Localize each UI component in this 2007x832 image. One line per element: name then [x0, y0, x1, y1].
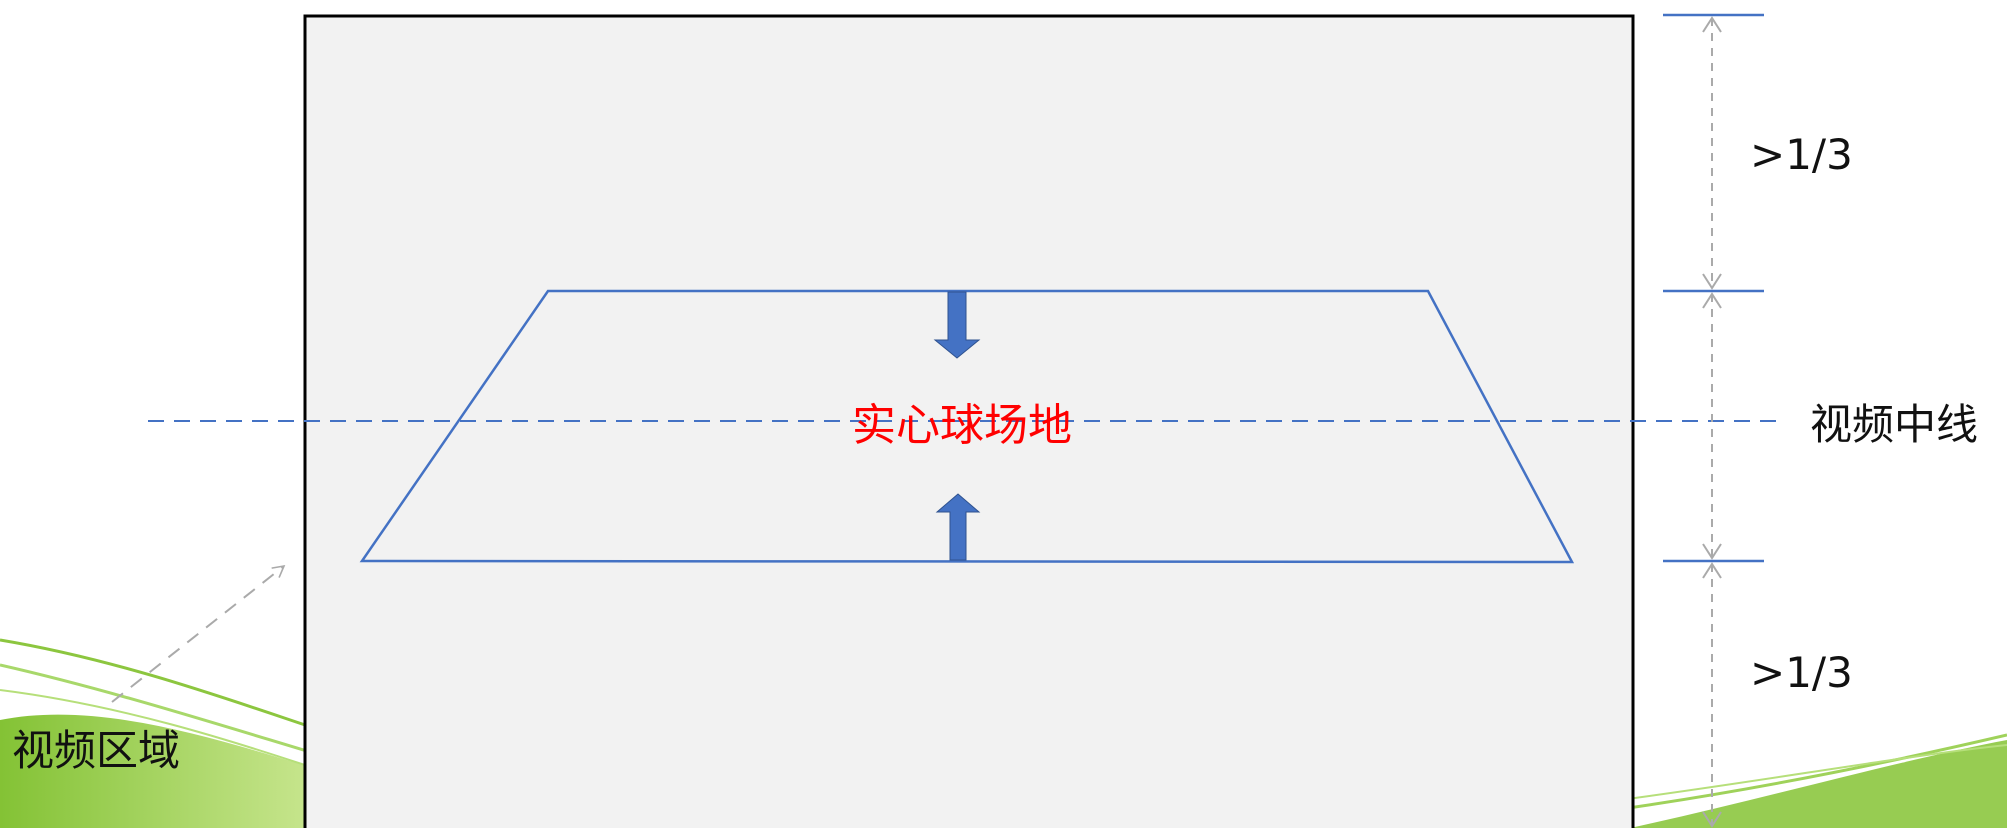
video-area-label: 视频区域 — [12, 726, 181, 775]
video-frame — [303, 14, 1635, 832]
field-label: 实心球场地 — [852, 400, 1072, 451]
field-outline — [359, 289, 1575, 564]
field-arrow-down — [933, 291, 981, 359]
background-swoosh-right — [1599, 733, 2007, 828]
ratio-top-label: >1/3 — [1750, 130, 1853, 179]
dimension-arrow-bottom — [1702, 562, 1722, 828]
dimension-arrow-middle — [1702, 292, 1722, 560]
video-area-pointer — [111, 564, 286, 703]
dimension-arrow-top — [1702, 16, 1722, 290]
field-arrow-up — [935, 493, 981, 561]
ratio-bottom-label: >1/3 — [1750, 648, 1853, 697]
video-midline-label: 视频中线 — [1810, 400, 1979, 449]
background-swoosh-left — [0, 638, 321, 828]
